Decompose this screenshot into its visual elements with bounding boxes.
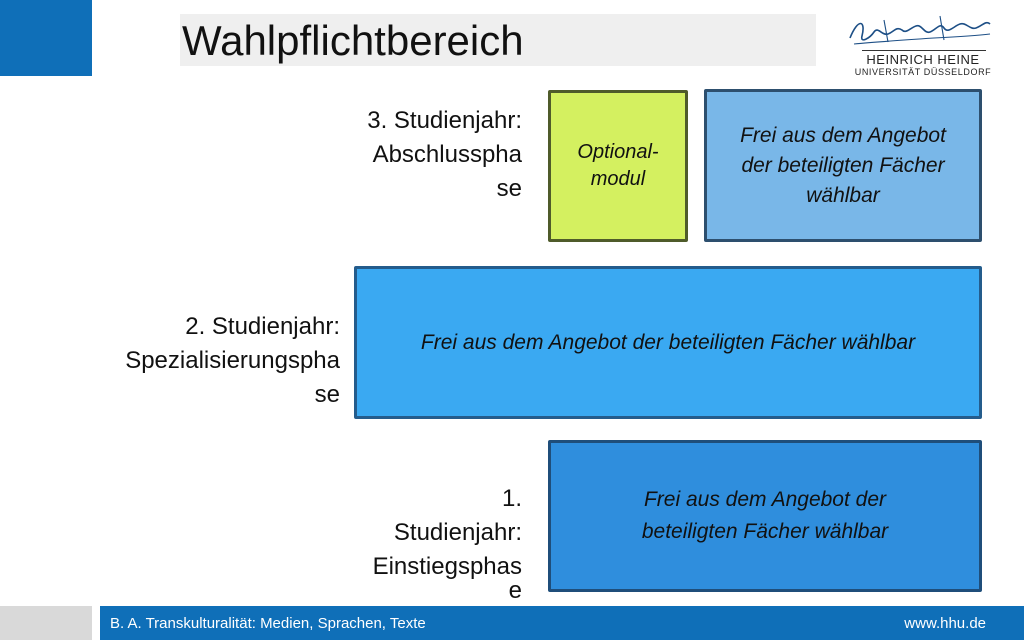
page-title: Wahlpflichtbereich xyxy=(182,17,524,64)
logo-divider xyxy=(862,50,986,51)
logo-text-line1: HEINRICH HEINE xyxy=(866,52,980,67)
year-1-elective-line2: beteiligten Fächer wählbar xyxy=(641,520,889,543)
year-3-elective-box: Frei aus dem Angebot der beteiligten Fäc… xyxy=(704,89,982,242)
logo-text-line2: UNIVERSITÄT DÜSSELDORF xyxy=(854,67,992,77)
corner-accent-square xyxy=(0,0,92,76)
title-bar xyxy=(180,14,816,66)
year-1-label-line4: e xyxy=(508,577,522,604)
year-2-elective-line1: Frei aus dem Angebot der beteiligten Fäc… xyxy=(420,330,916,354)
year-1-elective-box: Frei aus dem Angebot der beteiligten Fäc… xyxy=(548,440,982,592)
year-3-label-line3: se xyxy=(496,175,522,202)
year-3-label-line2: Abschlusspha xyxy=(372,141,522,168)
footer-blue-bar xyxy=(100,606,1024,640)
optional-module-line1: Optional- xyxy=(577,141,659,163)
footer-website-link[interactable]: www.hhu.de xyxy=(904,615,986,632)
footer-program-name: B. A. Transkulturalität: Medien, Sprache… xyxy=(110,615,426,632)
year-1-elective-line1: Frei aus dem Angebot der xyxy=(643,488,887,511)
year-3-label: 3. Studienjahr: Abschlusspha se xyxy=(300,104,522,206)
footer: B. A. Transkulturalität: Medien, Sprache… xyxy=(0,606,1024,640)
year-3-elective-line2: der beteiligten Fächer xyxy=(741,153,945,177)
year-1-label: 1. Studienjahr: Einstiegsphas e xyxy=(300,482,522,604)
year-1-label-line1: 1. xyxy=(501,485,522,512)
year-3-label-line1: 3. Studienjahr: xyxy=(367,107,522,134)
optional-module-line2: modul xyxy=(590,168,646,190)
year-3-elective-line1: Frei aus dem Angebot xyxy=(740,123,946,147)
year-3-elective-line3: wählbar xyxy=(806,183,880,207)
year-2-label: 2. Studienjahr: Spezialisierungspha se xyxy=(40,310,340,412)
year-2-label-line2: Spezialisierungspha xyxy=(125,347,340,374)
year-2-label-line1: 2. Studienjahr: xyxy=(185,313,340,340)
year-1-label-line3: Einstiegsphas xyxy=(372,553,522,580)
university-logo-signature xyxy=(849,15,991,45)
optional-module-box: Optional- modul xyxy=(548,90,688,242)
year-1-label-line2: Studienjahr: xyxy=(393,519,522,546)
year-2-label-line3: se xyxy=(314,381,340,408)
footer-grey-block xyxy=(0,606,92,640)
year-2-elective-box: Frei aus dem Angebot der beteiligten Fäc… xyxy=(354,266,982,419)
